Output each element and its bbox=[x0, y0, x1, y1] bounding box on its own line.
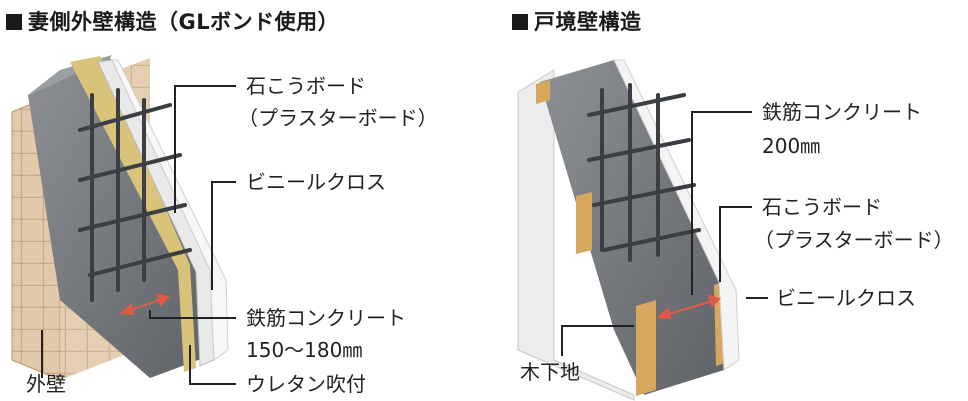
exterior-wall-illustration bbox=[11, 55, 236, 385]
leader-gypsum-board bbox=[174, 85, 236, 213]
label-wood-base: 木下地 bbox=[520, 360, 580, 384]
party-wall-illustration bbox=[517, 59, 768, 401]
leader-rc bbox=[691, 111, 752, 295]
label-gypsum-board: 石こうボード bbox=[762, 195, 882, 219]
exterior-wall-panel: 妻側外壁構造（GLボンド使用） bbox=[6, 6, 438, 396]
label-urethane: ウレタン吹付 bbox=[246, 372, 366, 396]
gypsum-board-left bbox=[517, 69, 635, 401]
label-gypsum-board-sub: （プラスターボード） bbox=[754, 228, 954, 252]
rebar-icon bbox=[78, 88, 192, 302]
label-rc-thickness: 200㎜ bbox=[762, 134, 821, 158]
party-wall-panel: 戸境壁構造 bbox=[484, 0, 968, 401]
wood-base-bottom bbox=[636, 300, 656, 396]
rebar-icon bbox=[587, 83, 701, 262]
dimension-arrow-icon bbox=[119, 293, 170, 316]
leader-gypsum-board bbox=[719, 206, 752, 282]
label-rc: 鉄筋コンクリート bbox=[762, 100, 922, 124]
title-square-icon bbox=[512, 14, 528, 30]
label-exterior-wall: 外壁 bbox=[26, 372, 66, 396]
label-gypsum-board: 石こうボード bbox=[246, 74, 366, 98]
wood-base-left bbox=[536, 80, 550, 104]
party-wall-title: 戸境壁構造 bbox=[512, 6, 642, 36]
leader-rc bbox=[149, 310, 236, 319]
leader-urethane bbox=[189, 345, 236, 385]
title-square-icon bbox=[6, 14, 22, 30]
leader-wood-base bbox=[561, 325, 634, 356]
label-rc-thickness: 150〜180㎜ bbox=[246, 338, 363, 362]
label-vinyl-cloth: ビニールクロス bbox=[246, 170, 386, 194]
exterior-wall-title: 妻側外壁構造（GLボンド使用） bbox=[6, 6, 339, 36]
dimension-arrow-icon bbox=[656, 294, 721, 320]
label-vinyl-cloth: ビニールクロス bbox=[776, 286, 916, 310]
urethane-foam-layer bbox=[70, 56, 196, 372]
label-rc: 鉄筋コンクリート bbox=[246, 306, 406, 330]
label-gypsum-board-sub: （プラスターボード） bbox=[238, 106, 438, 130]
leader-vinyl-cloth bbox=[211, 181, 236, 290]
